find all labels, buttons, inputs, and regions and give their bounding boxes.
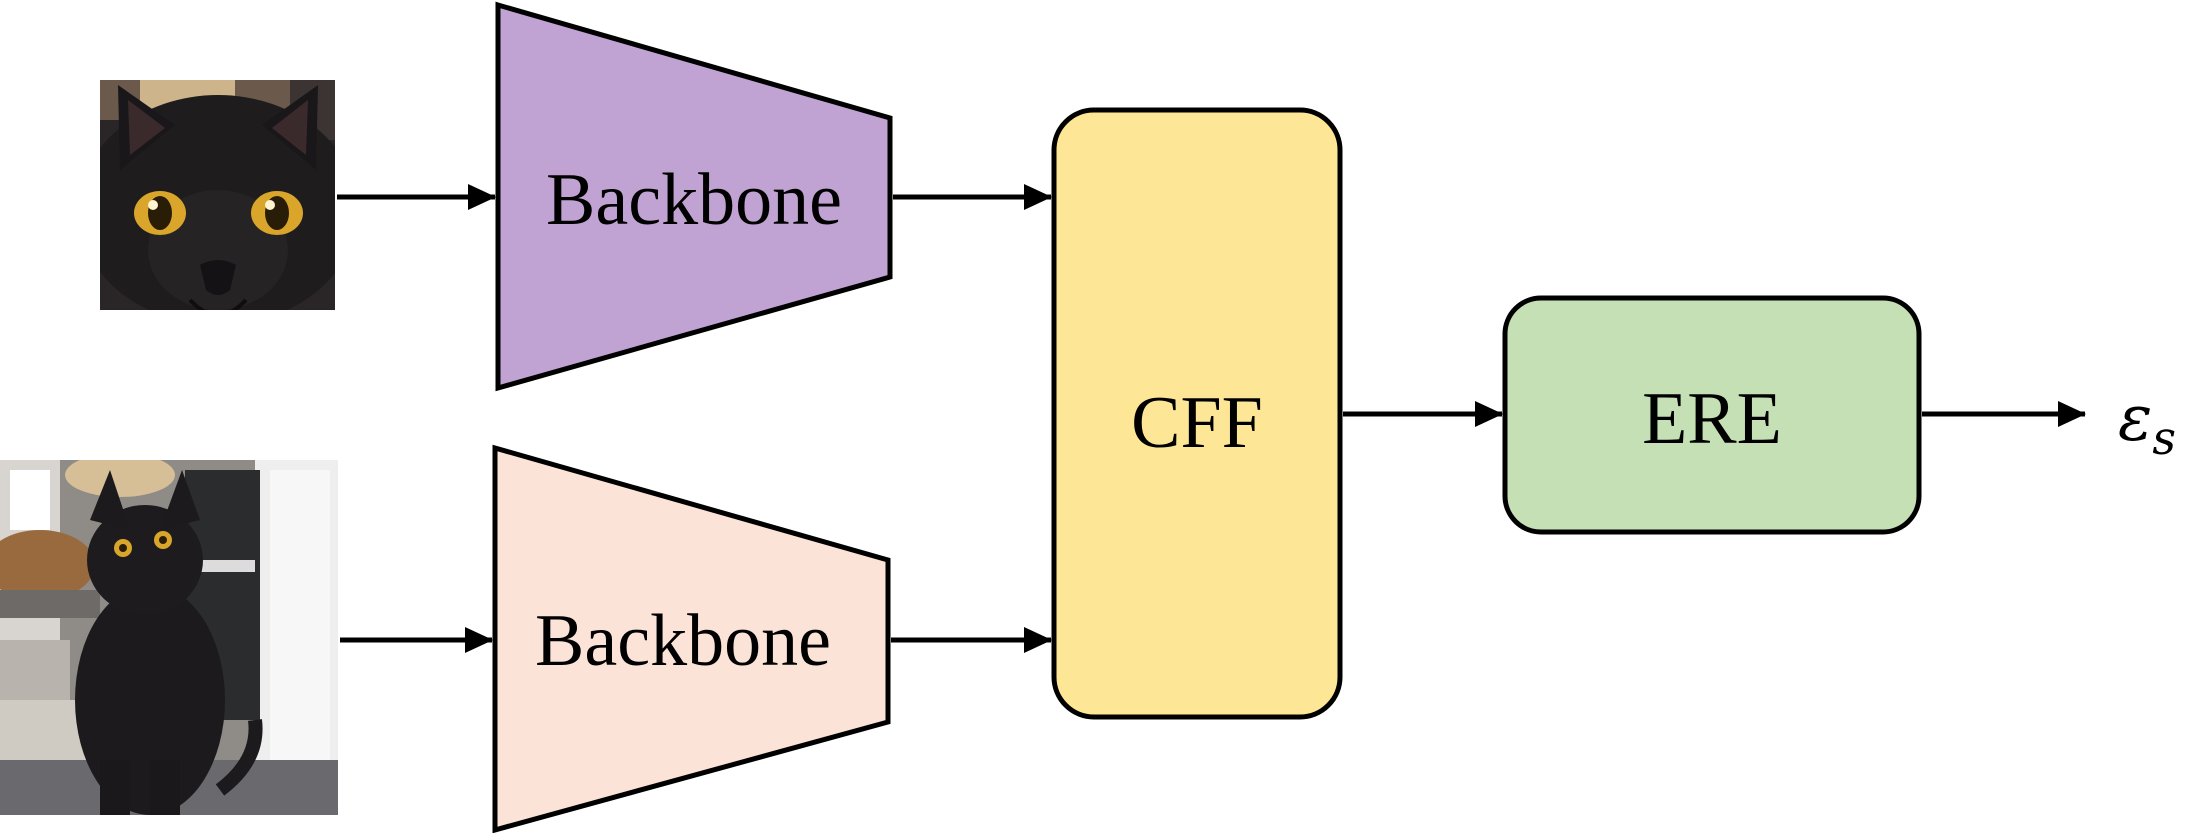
- backbone-top-label: Backbone: [546, 159, 842, 241]
- output-symbol-epsilon: ε: [2118, 382, 2152, 456]
- input-image-cat-face: [100, 80, 335, 310]
- output-symbol-subscript: s: [2152, 411, 2176, 465]
- backbone-top-shape: [495, 1, 893, 392]
- backbone-bottom-label: Backbone: [535, 600, 831, 682]
- backbone-bottom-shape: [492, 444, 891, 833]
- backbone-top-node: Backbone: [495, 1, 893, 392]
- cff-label: CFF: [1131, 382, 1263, 464]
- cff-node: CFF: [1051, 107, 1343, 720]
- output-symbol: εs: [2118, 382, 2176, 465]
- backbone-bottom-node: Backbone: [492, 444, 891, 833]
- ere-shape: [1502, 295, 1922, 535]
- input-image-cat-full-body: [0, 460, 338, 815]
- cff-shape: [1051, 107, 1343, 720]
- svg-text:εs: εs: [2118, 382, 2176, 465]
- ere-label: ERE: [1642, 378, 1782, 460]
- edges: [337, 184, 2086, 653]
- ere-node: ERE: [1502, 295, 1922, 535]
